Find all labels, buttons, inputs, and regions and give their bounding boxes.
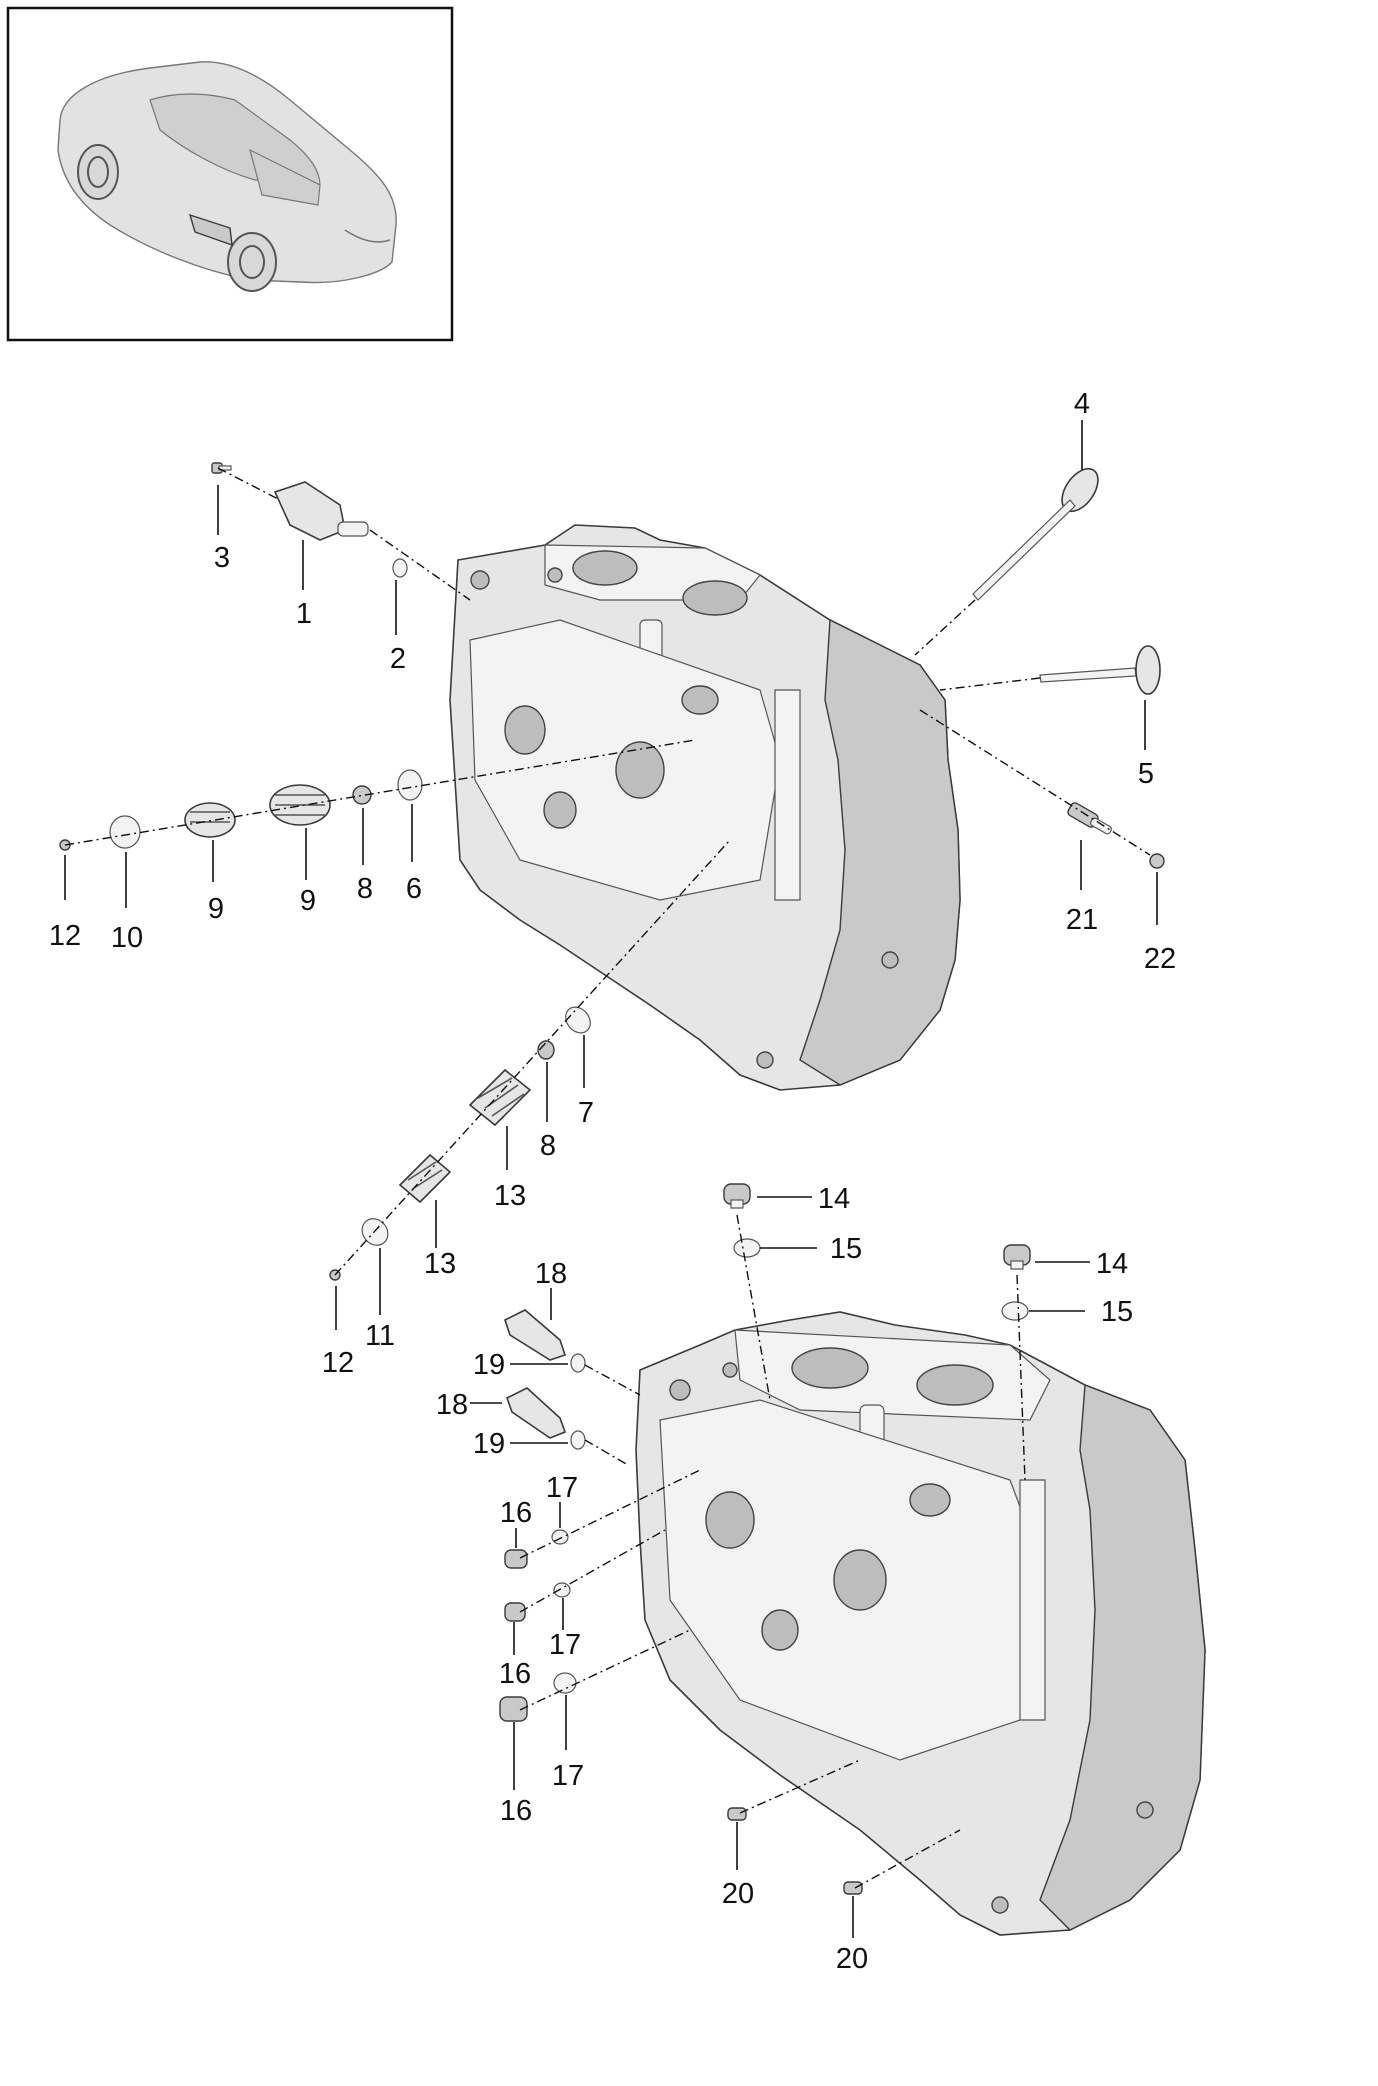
part-17-seal-ring-c xyxy=(553,1672,577,1694)
part-15-seal-ring-a xyxy=(733,1238,761,1258)
part-9-valve-spring-inner xyxy=(184,802,236,838)
callout-14-left: 14 xyxy=(818,1183,850,1215)
part-20-dowel-pin-a xyxy=(727,1807,747,1821)
part-16-screw-plug-a xyxy=(504,1549,528,1569)
part-4-valve xyxy=(972,467,1099,601)
part-14-screw-plug-a xyxy=(723,1183,751,1209)
callout-8-upper: 8 xyxy=(357,873,373,905)
callout-13-upper: 13 xyxy=(494,1180,526,1212)
callout-9-left: 9 xyxy=(208,893,224,925)
vehicle-thumbnail xyxy=(6,6,454,342)
part-8-valve-keeper xyxy=(352,785,372,805)
leader-lines xyxy=(64,420,1158,1938)
part-5-valve xyxy=(1039,645,1161,695)
callout-7: 7 xyxy=(578,1097,594,1129)
part-20-dowel-pin-b xyxy=(843,1881,863,1895)
part-1-sensor xyxy=(273,481,369,541)
callout-11: 11 xyxy=(365,1320,395,1352)
callout-15-left: 15 xyxy=(830,1233,862,1265)
callout-19-lower: 19 xyxy=(473,1428,505,1460)
part-22-plug xyxy=(1149,853,1165,869)
cylinder-head-upper xyxy=(449,524,961,1091)
callout-14-right: 14 xyxy=(1096,1248,1128,1280)
callout-4: 4 xyxy=(1074,388,1090,420)
part-18-sensor-b xyxy=(506,1387,567,1439)
callout-labels: 4 3 1 2 5 12 10 9 9 8 6 21 22 7 8 13 13 … xyxy=(49,388,1176,1975)
part-14-screw-plug-b xyxy=(1003,1244,1031,1270)
callout-20-right: 20 xyxy=(836,1943,868,1975)
callout-16-bottom: 16 xyxy=(500,1795,532,1827)
callout-16-middle: 16 xyxy=(499,1658,531,1690)
part-8-valve-keeper-lower xyxy=(537,1040,555,1060)
callout-17-top: 17 xyxy=(546,1472,578,1504)
callout-18-lower: 18 xyxy=(436,1389,468,1421)
callout-21: 21 xyxy=(1066,904,1098,936)
callout-3: 3 xyxy=(214,542,230,574)
callout-17-middle: 17 xyxy=(549,1629,581,1661)
callout-18-upper: 18 xyxy=(535,1258,567,1290)
callout-19-upper: 19 xyxy=(473,1349,505,1381)
callout-1: 1 xyxy=(296,598,312,630)
callout-6: 6 xyxy=(406,873,422,905)
cylinder-head-lower xyxy=(635,1311,1206,1936)
part-21-sensor xyxy=(1067,802,1113,835)
part-16-screw-plug-c xyxy=(499,1696,528,1722)
car-illustration xyxy=(57,61,397,292)
part-18-sensor-a xyxy=(504,1309,567,1361)
part-17-seal-ring-b xyxy=(553,1582,571,1598)
part-17-seal-ring-a xyxy=(551,1529,569,1545)
callout-17-bottom: 17 xyxy=(552,1760,584,1792)
part-10-spring-retainer xyxy=(109,815,141,849)
callout-12-upper: 12 xyxy=(49,920,81,952)
part-9-valve-spring-outer xyxy=(269,784,331,826)
callout-16-top: 16 xyxy=(500,1497,532,1529)
callout-13-lower: 13 xyxy=(424,1248,456,1280)
part-3-screw xyxy=(211,462,232,474)
assembly-lines xyxy=(64,467,1151,1889)
callout-2: 2 xyxy=(390,643,406,675)
callout-5: 5 xyxy=(1138,758,1154,790)
part-2-seal xyxy=(392,558,408,578)
callout-22: 22 xyxy=(1144,943,1176,975)
part-11-spring-retainer xyxy=(361,1218,389,1246)
small-parts xyxy=(59,462,1165,1895)
part-19-seal-ring-b xyxy=(570,1430,586,1450)
part-19-seal-ring-a xyxy=(570,1353,586,1373)
part-16-screw-plug-b xyxy=(504,1602,526,1622)
part-15-seal-ring-b xyxy=(1001,1301,1029,1321)
callout-20-left: 20 xyxy=(722,1878,754,1910)
part-7-valve-stem-seal xyxy=(565,1006,591,1034)
callout-9-right: 9 xyxy=(300,885,316,917)
part-6-valve-stem-seal xyxy=(397,769,423,801)
callout-15-right: 15 xyxy=(1101,1296,1133,1328)
callout-10: 10 xyxy=(111,922,143,954)
callout-12-lower: 12 xyxy=(322,1347,354,1379)
callout-8-lower: 8 xyxy=(540,1130,556,1162)
